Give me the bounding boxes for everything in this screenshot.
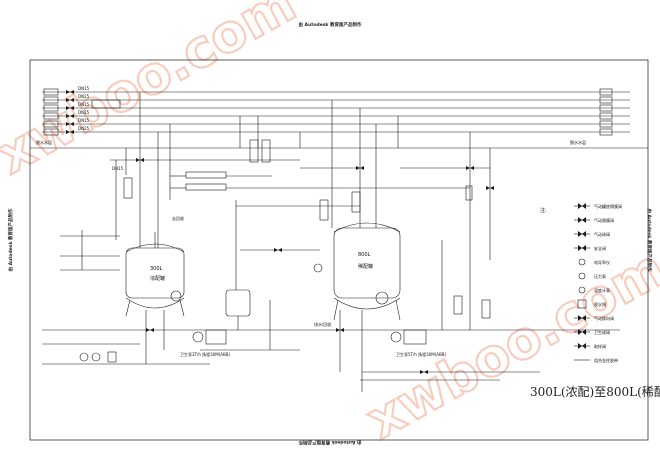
header-bottom-text: 由 Autodesk 教育版产品制作 xyxy=(298,439,362,446)
legend-item-6: 压力表 xyxy=(594,273,606,279)
drawing-frame xyxy=(29,59,649,441)
pipe-label-left-top: 脱水水层 xyxy=(36,139,52,145)
legend-item-12: 组合金柱胶带 xyxy=(594,357,618,363)
right-tank-name: 稀配罐 xyxy=(358,263,373,270)
legend-item-3: 气动球阀 xyxy=(594,231,610,237)
legend-item-5: 电导率仪 xyxy=(594,259,610,265)
legend-item-7: 温度计表 xyxy=(594,287,610,293)
legend-item-10: 卫生球阀 xyxy=(594,329,610,335)
watermark-top: xwboo.com xyxy=(0,0,306,186)
line-label-7: DN15 xyxy=(112,166,124,171)
legend-item-2: 气动隔膜阀 xyxy=(594,217,614,223)
line-label-1: DN15 xyxy=(78,86,90,91)
line-label-5: DN15 xyxy=(78,118,90,123)
header-top-text: 由 Autodesk 教育版产品制作 xyxy=(298,21,362,28)
legend-item-1: 气动罐底隔膜阀 xyxy=(594,203,622,209)
header-left-text: 由 Autodesk 教育版产品制作 xyxy=(7,208,14,272)
pipe-label-return: 去回收 xyxy=(172,215,184,221)
line-label-6: DN25 xyxy=(78,126,90,131)
line-label-4: DN25 xyxy=(78,110,90,115)
pump-left-label: 卫生泵3T/h 扬程30M(ABB) xyxy=(180,351,230,357)
legend-header: 注: xyxy=(540,207,547,214)
pump-right-label: 卫生泵5T/h 扬程30M(ABB) xyxy=(396,351,446,357)
pipe-label-right-top: 脱水水层 xyxy=(570,139,586,145)
legend-item-8: 视水镜 xyxy=(594,301,606,307)
line-label-3: DN15 xyxy=(78,102,90,107)
left-tank-name: 浓配罐 xyxy=(150,275,165,282)
valve-symbols xyxy=(66,90,494,374)
pipe-label-rinse: 排水/回收 xyxy=(314,321,331,327)
watermark-group: xwboo.com xwboo.com xyxy=(0,0,660,452)
legend-item-9: 气动换向阀 xyxy=(594,315,614,321)
legend: 注: 气动罐底隔膜阀 气动隔膜阀 气动球阀 安全阀 电导率仪 压力表 温度计表 … xyxy=(540,203,622,363)
right-tank-volume: 800L xyxy=(358,252,371,258)
drawing-title: 300L(浓配)至800L(稀配) xyxy=(530,385,660,399)
legend-item-11: 取样阀 xyxy=(594,343,606,349)
line-label-2: DN25 xyxy=(78,94,90,99)
watermark-bottom: xwboo.com xyxy=(357,239,660,452)
legend-item-4: 安全阀 xyxy=(594,245,606,251)
pipe-network xyxy=(30,88,648,392)
left-tank-volume: 300L xyxy=(150,266,163,272)
header-right-text: 由 Autodesk 教育版产品制作 xyxy=(646,208,653,272)
